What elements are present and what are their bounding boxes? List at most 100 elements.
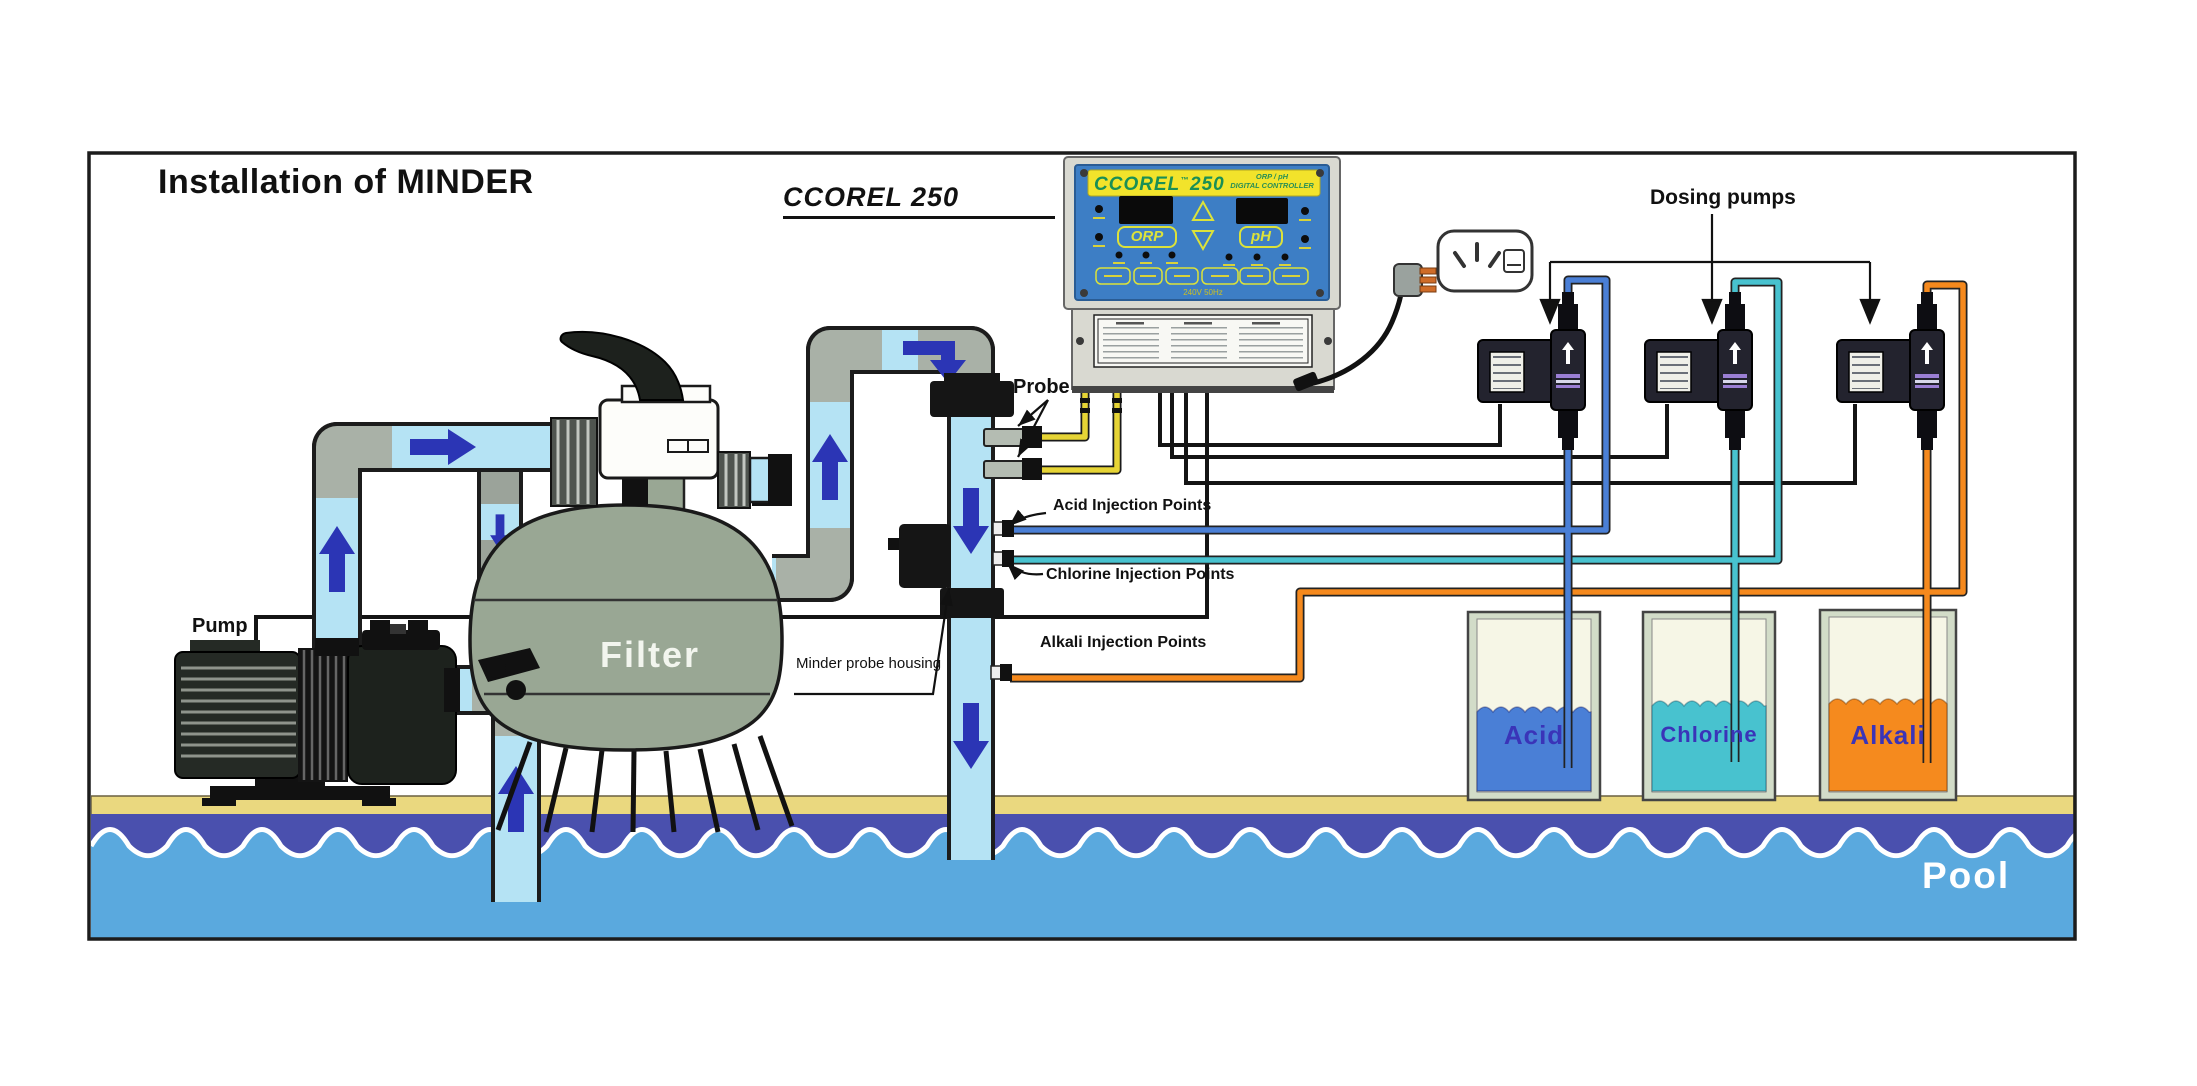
probe-leader-1 (1017, 399, 1049, 427)
sand-filter (468, 464, 795, 833)
pump-label: Pump (192, 615, 248, 637)
probe-1 (983, 428, 1027, 447)
annotation-leaders (794, 214, 1881, 696)
pump-inlet-collar (444, 668, 460, 712)
power-cord (1309, 287, 1405, 387)
probe-leader-2 (1017, 399, 1049, 458)
minder-housing-leader (794, 587, 953, 696)
orp-display (1119, 196, 1173, 224)
pump-strainer-lid (362, 630, 440, 650)
probe-label: Probe (1013, 376, 1070, 398)
controller-banner (1087, 169, 1321, 197)
filter-legs (495, 735, 795, 833)
diagram-title: Installation of MINDER (158, 163, 534, 201)
button-glyphs (1104, 275, 1300, 277)
wire-dosing-pump-1 (1158, 388, 1502, 447)
pump-coupling (298, 648, 348, 782)
ph-display (1236, 198, 1288, 224)
plug-pins (1419, 267, 1437, 293)
chemical-tanks (1466, 608, 1958, 802)
cord-strain-relief (1293, 371, 1319, 392)
valve-handle (559, 330, 685, 401)
controller-brand: CCOREL™ (1094, 174, 1189, 196)
controller-type-line1: ORP / pH (1255, 172, 1289, 181)
wall-socket (1436, 229, 1534, 293)
socket-switch[interactable] (1503, 249, 1525, 273)
minder-probe-housing-label: Minder probe housing (796, 655, 942, 672)
pump-motor (174, 651, 301, 779)
instruction-label-border (1097, 318, 1309, 364)
acid-injection-label: Acid Injection Points (1053, 497, 1212, 514)
column-band (940, 588, 1004, 618)
injection-manifold (899, 524, 951, 588)
socket-slots (1453, 242, 1501, 268)
filter-label: Filter (600, 634, 701, 675)
chlorine-injection-label: Chlorine Injection Points (1046, 566, 1235, 583)
filter-drain-fitting (478, 648, 540, 700)
acid-leader (1008, 509, 1047, 527)
probe-housing-assembly (888, 373, 1042, 681)
pump-strainer-pot (347, 645, 457, 785)
function-buttons[interactable] (1095, 267, 1309, 285)
valve-waste-stub (748, 456, 772, 504)
alkali-tank-label: Alkali (1850, 720, 1926, 750)
tank-alkali (1818, 608, 1958, 802)
instruction-column-2 (1171, 327, 1227, 361)
cable-bands (1080, 398, 1122, 413)
trademark-symbol: ™ (1180, 175, 1190, 185)
wire-dosing-pump-2 (1170, 388, 1669, 459)
filter-body (468, 503, 784, 752)
controller-type-line2: DIGITAL CONTROLLER (1230, 181, 1314, 190)
dosing-pumps-pointers (1539, 214, 1881, 324)
acid-tank-label: Acid (1503, 720, 1565, 750)
pump-outlet-collar (315, 638, 359, 656)
led-labels (1093, 217, 1311, 266)
dosing-pump-1-display (1493, 356, 1521, 389)
power-connection (1293, 229, 1534, 392)
pool-label: Pool (1922, 855, 2011, 896)
dosing-pump-3-display (1852, 356, 1880, 389)
chlorine-leader (1006, 562, 1044, 581)
diagram-frame (87, 151, 2077, 941)
down-arrow-button[interactable] (1191, 230, 1215, 252)
casing-screws (1076, 169, 1332, 345)
ph-button-box (1239, 226, 1283, 248)
valve-mount-left (622, 478, 648, 506)
flow-arrow-bend (903, 341, 966, 383)
tank-acid (1466, 610, 1602, 802)
flow-arrows (319, 341, 989, 832)
multiport-valve (550, 330, 792, 509)
instruction-headers (1116, 322, 1280, 325)
pump-motor-fins (181, 666, 296, 758)
indicator-leds (1095, 205, 1309, 261)
device-model-text: CCOREL 250 (783, 182, 960, 212)
pool-shallow-water (91, 829, 2074, 938)
probe-2-tip (1022, 458, 1042, 480)
alkali-tube (1010, 282, 1966, 763)
orp-button-label[interactable]: ORP (1130, 228, 1164, 245)
valve-waste-cap (768, 454, 792, 506)
alkali-injection-label: Alkali Injection Points (1040, 634, 1207, 651)
controller-model-number: 250 (1190, 174, 1225, 195)
ph-button-label[interactable]: pH (1251, 228, 1271, 245)
controller-brand-text: CCOREL (1094, 174, 1181, 195)
wire-dosing-pump-3 (1184, 388, 1857, 485)
dosing-pump-2-display (1660, 356, 1688, 389)
probe-housing-top (930, 381, 1014, 417)
tank-chlorine (1641, 610, 1777, 802)
pool-area (91, 795, 2074, 938)
probe-cables (1038, 390, 1122, 475)
controller-rating: 240V 50Hz (1183, 288, 1223, 297)
probe-2 (983, 460, 1027, 479)
orp-button-box (1117, 226, 1177, 248)
dosing-pumps-label: Dosing pumps (1650, 186, 1796, 209)
power-plug (1393, 263, 1423, 297)
pump-base (210, 786, 390, 800)
instruction-column-3 (1239, 327, 1303, 361)
circulation-pump (174, 620, 460, 806)
up-arrow-button[interactable] (1191, 199, 1215, 221)
controller-type: ORP / pH DIGITAL CONTROLLER (1228, 172, 1316, 190)
pool-wave-line (91, 827, 2074, 859)
device-model-label: CCOREL 250 (783, 182, 1055, 219)
